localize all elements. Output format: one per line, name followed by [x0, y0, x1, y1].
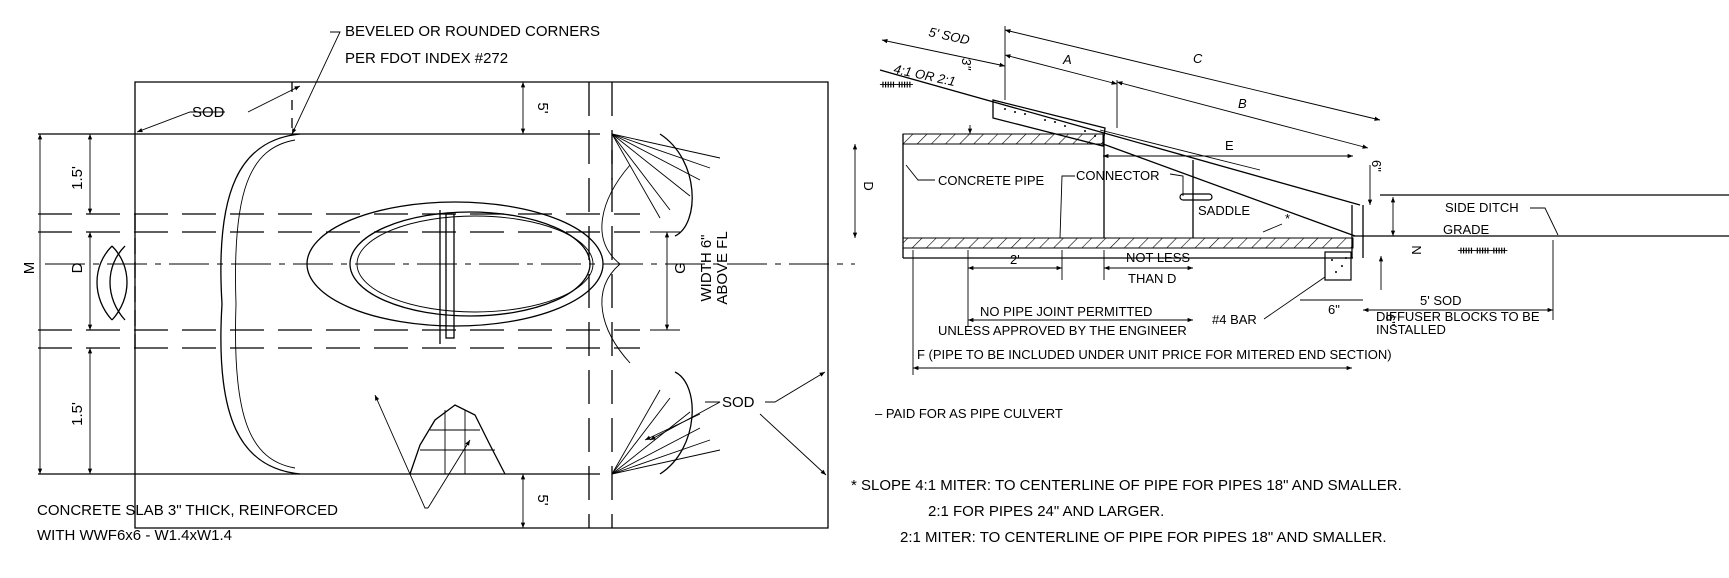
dim-2-label: 2': [1010, 252, 1020, 267]
diffuser-line1: DIFFUSER BLOCKS TO BE: [1376, 309, 1540, 324]
slab-note-line1: CONCRETE SLAB 3" THICK, REINFORCED: [37, 502, 338, 519]
slab-outline: [134, 81, 829, 529]
dim-a-label: A: [1062, 52, 1072, 67]
bar-label: #4 BAR: [1212, 312, 1257, 327]
corners-note-line1: BEVELED OR ROUNDED CORNERS: [345, 23, 600, 40]
grass-symbol-right: ᚔᚔᚔ: [1457, 243, 1508, 257]
diffuser-line2: INSTALLED: [1376, 322, 1446, 337]
no-joint-line1: NO PIPE JOINT PERMITTED: [980, 304, 1152, 319]
notes: – PAID FOR AS PIPE CULVERT * SLOPE 4:1 M…: [851, 406, 1402, 546]
slab-break-section: [409, 404, 506, 475]
plan-view: BEVELED OR ROUNDED CORNERS PER FDOT INDE…: [21, 23, 855, 544]
dim-c-label: C: [1193, 51, 1203, 66]
sod-5-right-label: 5' SOD: [1420, 293, 1462, 308]
sod-5-label: 5' SOD: [927, 24, 971, 47]
dim-5-top-label: 5': [534, 102, 551, 113]
slope-note-line3: 2:1 MITER: TO CENTERLINE OF PIPE FOR PIP…: [900, 529, 1387, 546]
sod-label-bottom: SOD: [722, 394, 755, 411]
section-view: ᚔᚔ ᚔᚔᚔ 5' SOD 4:1 OR: [852, 24, 1729, 375]
dim-1-5-top-label: 1.5': [69, 166, 86, 190]
not-less-line1: NOT LESS: [1126, 250, 1190, 265]
slope-note-line2: 2:1 FOR PIPES 24" AND LARGER.: [928, 503, 1164, 520]
slab-note-line2: WITH WWF6x6 - W1.4xW1.4: [37, 527, 232, 544]
dim-6-right-label: 6": [1383, 314, 1398, 326]
dim-d-section-label: D: [861, 181, 876, 190]
diffuser-fan-top: [611, 133, 721, 219]
asterisk-mark: *: [1285, 211, 1290, 226]
paid-note: – PAID FOR AS PIPE CULVERT: [875, 406, 1063, 421]
saddle-label: SADDLE: [1198, 203, 1250, 218]
dim-6-left-label: 6": [1369, 160, 1384, 172]
concrete-pipe-label: CONCRETE PIPE: [938, 173, 1045, 188]
connector-label: CONNECTOR: [1076, 168, 1160, 183]
dim-f-label: F (PIPE TO BE INCLUDED UNDER UNIT PRICE …: [917, 347, 1392, 362]
grass-symbol-left: ᚔᚔ: [879, 77, 913, 91]
no-joint-line2: UNLESS APPROVED BY THE ENGINEER: [938, 323, 1187, 338]
dim-d-label: D: [69, 262, 86, 273]
dim-b-label: B: [1238, 96, 1247, 111]
sod-label-top: SOD: [192, 104, 225, 121]
dim-3-label: 3": [959, 58, 974, 71]
corners-note-line2: PER FDOT INDEX #272: [345, 50, 508, 67]
mitered-end-outline: [220, 133, 301, 475]
grade-label: GRADE: [1443, 222, 1490, 237]
not-less-line2: THAN D: [1128, 271, 1176, 286]
dim-5-bottom-label: 5': [534, 494, 551, 505]
diffuser-fan-bottom: [611, 389, 721, 475]
dim-g-label: G: [672, 262, 689, 274]
dim-m-label: M: [21, 262, 38, 275]
dim-n-label: N: [1409, 245, 1424, 254]
dim-e-label: E: [1225, 138, 1234, 153]
slope-note-line1: * SLOPE 4:1 MITER: TO CENTERLINE OF PIPE…: [851, 477, 1402, 494]
width-note-line1: WIDTH 6": [698, 235, 715, 302]
dim-1-5-bottom-label: 1.5': [69, 402, 86, 426]
side-ditch-label: SIDE DITCH: [1445, 200, 1519, 215]
dim-6-bar-label: 6": [1328, 302, 1340, 317]
width-note-line2: ABOVE FL: [714, 231, 731, 304]
